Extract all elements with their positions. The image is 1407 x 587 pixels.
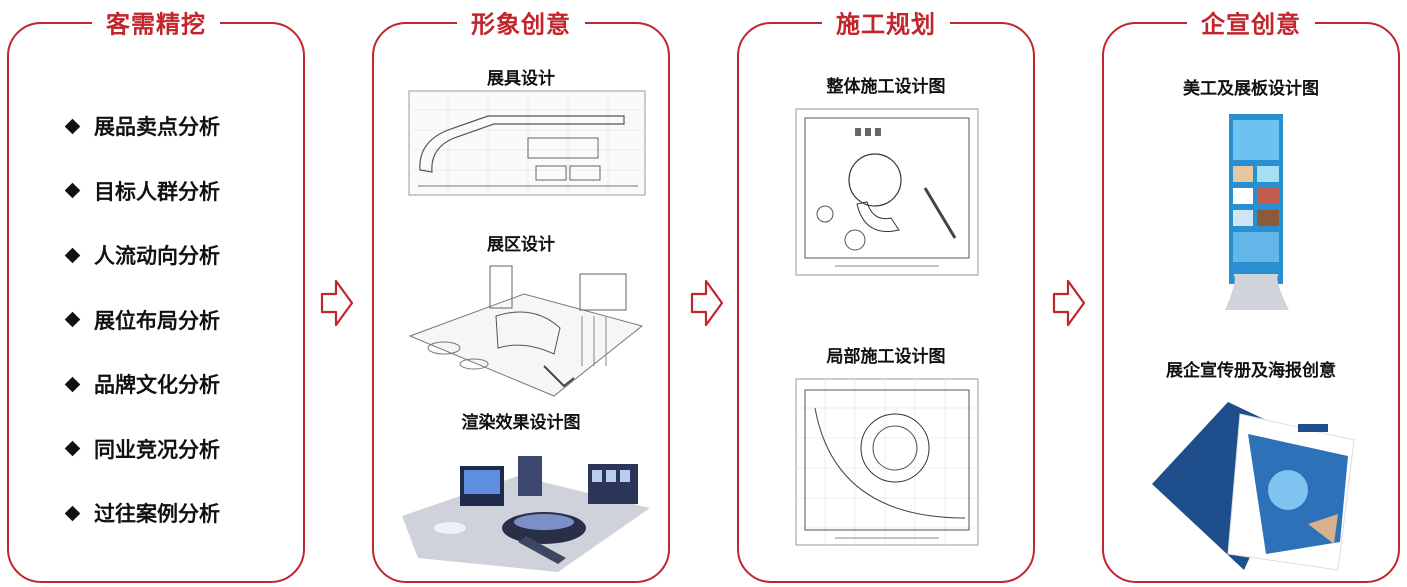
caption-artwork-display: 美工及展板设计图 xyxy=(1183,79,1319,99)
caption-fixture-design: 展具设计 xyxy=(487,69,555,89)
panel-corporate-creative: 企宣创意 美工及展板设计图 展企宣传册及海报创意 xyxy=(1102,4,1400,583)
caption-partial-construction: 局部施工设计图 xyxy=(826,347,946,367)
panel-title: 企宣创意 xyxy=(1187,4,1315,40)
zone-line-rendering-image xyxy=(404,256,648,406)
diamond-bullet-icon xyxy=(64,118,81,135)
diamond-bullet-icon xyxy=(64,376,81,393)
caption-brochure-poster: 展企宣传册及海报创意 xyxy=(1166,361,1336,381)
diamond-bullet-icon xyxy=(64,247,81,264)
list-item: 人流动向分析 xyxy=(61,223,220,288)
arrow-right-icon xyxy=(320,279,354,327)
panel-construction-plan: 施工规划 整体施工设计图 局部施工设计图 xyxy=(737,4,1035,583)
rollup-banner-image xyxy=(1209,110,1301,314)
list-item: 品牌文化分析 xyxy=(61,352,220,417)
list-item: 展品卖点分析 xyxy=(61,94,220,159)
diamond-bullet-icon xyxy=(64,182,81,199)
fixture-drawing-image xyxy=(408,90,646,196)
list-item: 过往案例分析 xyxy=(61,481,220,546)
list-item: 展位布局分析 xyxy=(61,288,220,353)
panel-image-creative: 形象创意 展具设计 展区设计 渲染效果设计图 xyxy=(372,4,670,583)
arrow-right-icon xyxy=(690,279,724,327)
arrow-right-icon xyxy=(1052,279,1086,327)
partial-floorplan-image xyxy=(795,378,979,546)
panel-title: 施工规划 xyxy=(822,4,950,40)
panel-title: 形象创意 xyxy=(457,4,585,40)
overall-floorplan-image xyxy=(795,108,979,276)
panel-customer-needs: 客需精挖 展品卖点分析 目标人群分析 人流动向分析 展位布局分析 品牌文化分析 … xyxy=(7,4,305,583)
caption-rendering-design: 渲染效果设计图 xyxy=(461,413,581,433)
rendering-effect-image xyxy=(398,436,654,576)
analysis-list: 展品卖点分析 目标人群分析 人流动向分析 展位布局分析 品牌文化分析 同业竞况分… xyxy=(61,94,220,546)
brochure-mockup-image xyxy=(1148,394,1360,578)
panel-title: 客需精挖 xyxy=(92,4,220,40)
list-item: 同业竞况分析 xyxy=(61,417,220,482)
caption-overall-construction: 整体施工设计图 xyxy=(826,77,946,97)
list-item: 目标人群分析 xyxy=(61,159,220,224)
diamond-bullet-icon xyxy=(64,311,81,328)
caption-zone-design: 展区设计 xyxy=(487,235,555,255)
diamond-bullet-icon xyxy=(64,440,81,457)
diamond-bullet-icon xyxy=(64,505,81,522)
